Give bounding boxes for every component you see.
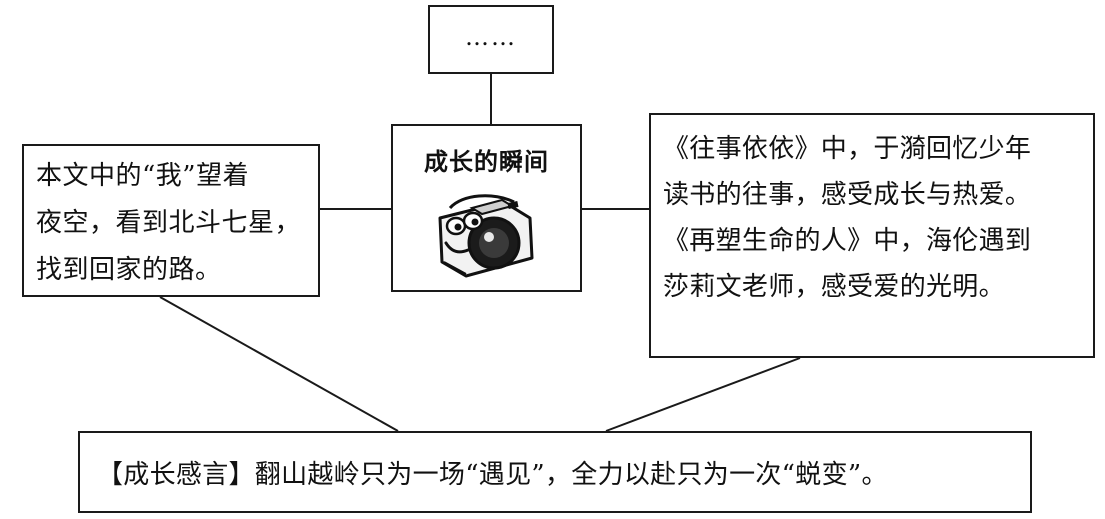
center-topic-box: 成长的瞬间: [391, 124, 582, 292]
bottom-summary-box: 【成长感言】翻山越岭只为一场“遇见”，全力以赴只为一次“蜕变”。: [78, 431, 1032, 513]
top-ellipsis-box: ……: [428, 5, 554, 74]
center-title: 成长的瞬间: [424, 148, 549, 176]
left-text-box: 本文中的“我”望着 夜空，看到北斗七星， 找到回家的路。: [22, 144, 320, 297]
camera-cartoon-icon: [438, 194, 534, 278]
right-text-line-3: 《再塑生命的人》中，海伦遇到: [663, 226, 1032, 256]
left-text-line-1: 本文中的“我”望着: [36, 161, 250, 191]
right-text-line-4: 莎莉文老师，感受爱的光明。: [663, 272, 1005, 302]
left-text-line-2: 夜空，看到北斗七星，: [36, 208, 302, 238]
right-text-line-2: 读书的往事，感受成长与热爱。: [663, 180, 1032, 210]
left-text-line-3: 找到回家的路。: [36, 255, 222, 285]
bottom-summary-text: 【成长感言】翻山越岭只为一场“遇见”，全力以赴只为一次“蜕变”。: [97, 459, 888, 490]
connector-left-to-bottom: [159, 296, 399, 432]
right-text-box: 《往事依依》中，于漪回忆少年 读书的往事，感受成长与热爱。 《再塑生命的人》中，…: [649, 113, 1095, 358]
top-ellipsis-text: ……: [465, 22, 517, 51]
right-text-line-1: 《往事依依》中，于漪回忆少年: [663, 134, 1032, 164]
connector-right-to-bottom: [605, 357, 801, 432]
